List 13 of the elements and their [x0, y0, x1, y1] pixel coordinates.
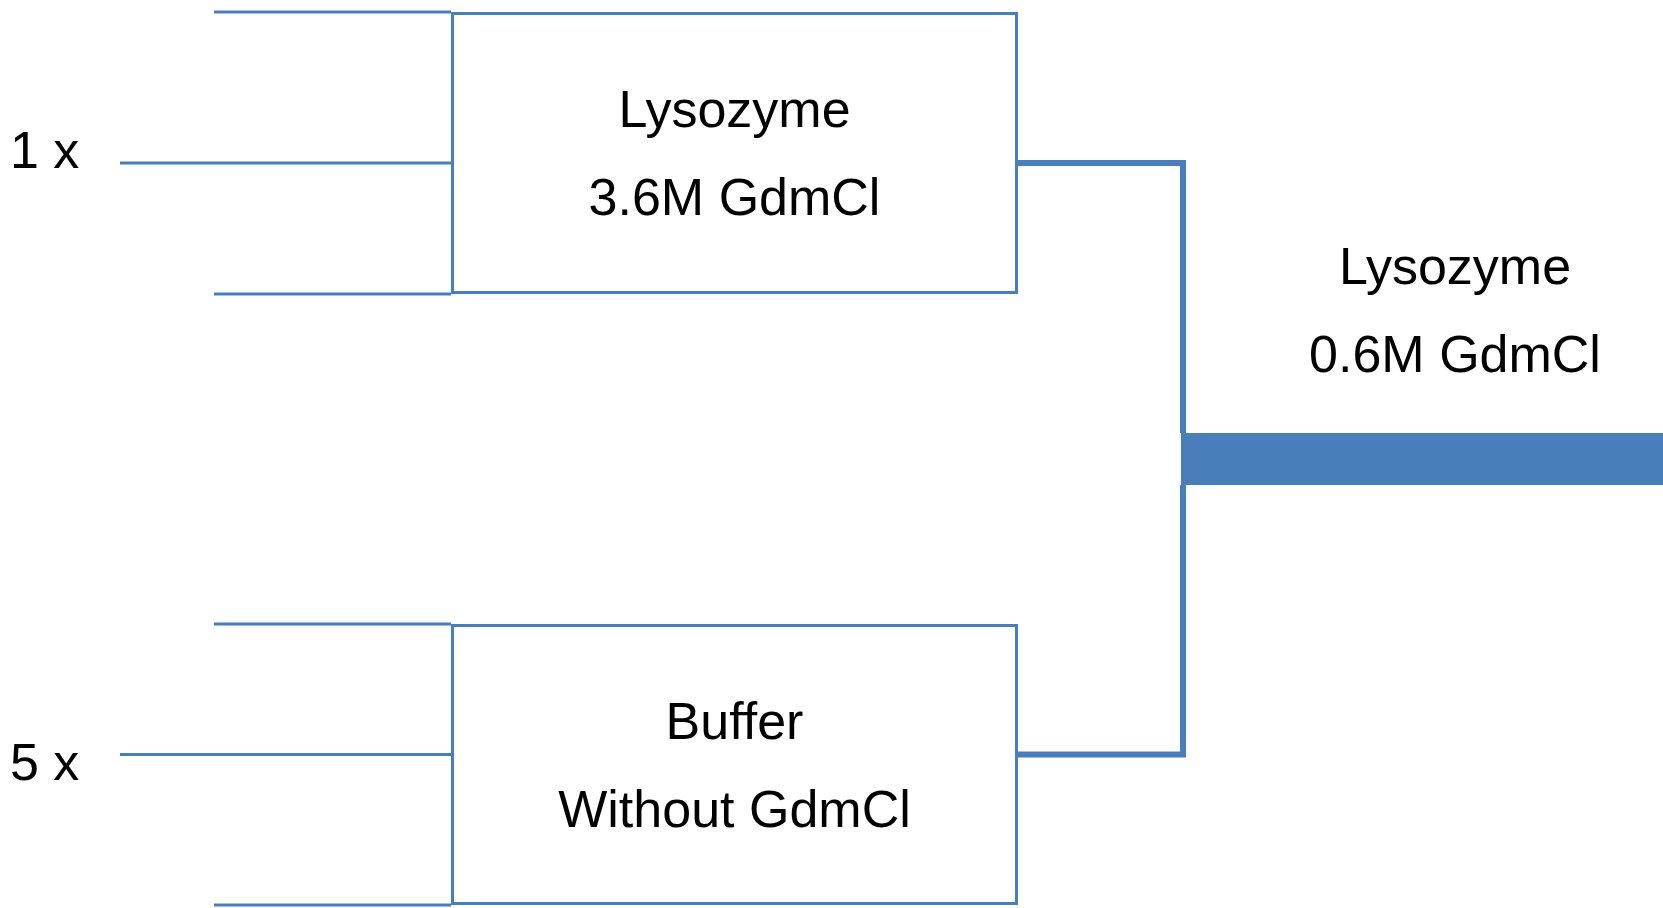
tube-line	[1018, 160, 1186, 433]
syringe-box	[451, 624, 1018, 905]
outlet-label: Lysozyme	[1337, 236, 1573, 297]
ratio-label: 5 x	[10, 732, 80, 792]
outlet-tube	[1181, 433, 1663, 485]
tube-line	[1018, 485, 1186, 758]
syringe-label: Without GdmCl	[557, 778, 912, 840]
ratio-label: 1 x	[10, 120, 80, 180]
syringe-label: Lysozyme	[617, 79, 852, 140]
syringe-label: 3.6M GdmCl	[587, 167, 882, 228]
syringe-box	[451, 12, 1018, 294]
syringe-label: Buffer	[664, 690, 805, 752]
outlet-label: 0.6M GdmCl	[1308, 324, 1602, 385]
